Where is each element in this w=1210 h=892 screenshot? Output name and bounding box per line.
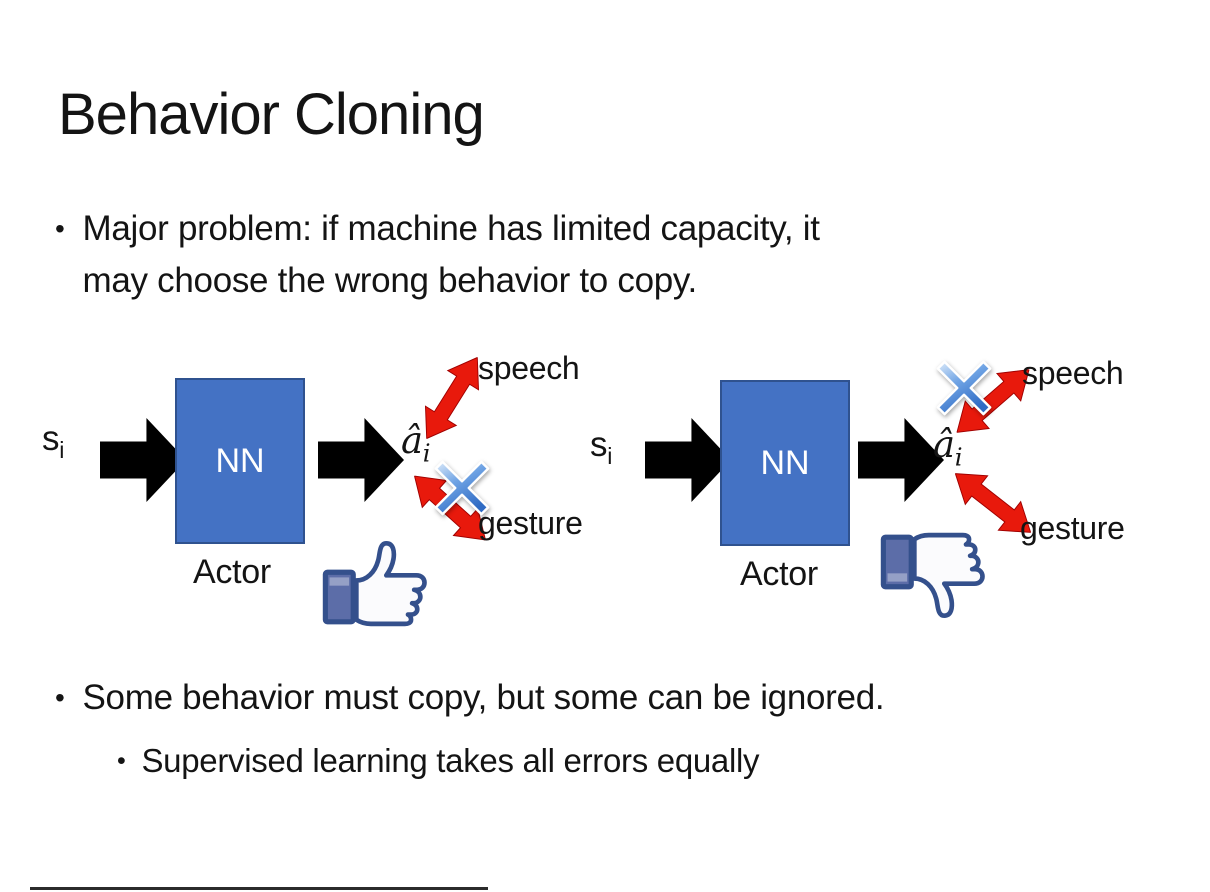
nn-box-label: NN	[760, 443, 810, 482]
action-symbol: â	[933, 423, 955, 466]
bullet-marker: •	[55, 682, 65, 713]
state-symbol: s	[590, 425, 608, 464]
actor-caption: Actor	[740, 555, 818, 593]
state-symbol: s	[42, 419, 60, 458]
bullet-line-1: Major problem: if machine has limited ca…	[82, 209, 820, 248]
relation-arrow-gesture-icon	[942, 457, 1044, 549]
action-output-label: âi	[401, 419, 431, 468]
actor-caption: Actor	[193, 553, 271, 591]
action-subscript: i	[422, 438, 431, 468]
flow-arrow-icon	[318, 418, 404, 502]
bullet-line-2: may choose the wrong behavior to copy.	[82, 261, 698, 300]
slide-title: Behavior Cloning	[58, 81, 485, 147]
speech-label: speech	[478, 350, 580, 386]
action-symbol: â	[401, 419, 423, 462]
nn-box: NN	[175, 378, 305, 544]
nn-box: NN	[720, 380, 850, 546]
bullet-some-behavior-text: Some behavior must copy, but some can be…	[82, 678, 885, 717]
flow-arrow-icon	[100, 418, 186, 502]
gesture-label: gesture	[478, 505, 583, 541]
relation-arrow-speech-icon	[409, 346, 495, 450]
state-input-label: si	[42, 419, 64, 464]
thumbs-down-icon	[876, 531, 994, 626]
state-subscript: i	[59, 437, 65, 463]
diagram-actor-thumbs-down: si NN âi speech	[575, 345, 1210, 643]
state-subscript: i	[607, 443, 613, 469]
diagram-actor-thumbs-up: si NN âi speech	[30, 345, 583, 643]
gesture-label: gesture	[1020, 510, 1125, 546]
state-input-label: si	[590, 425, 612, 470]
nn-box-label: NN	[215, 441, 265, 480]
bullet-some-behavior: • Some behavior must copy, but some can …	[55, 674, 885, 722]
thumbs-up-icon	[318, 533, 436, 628]
cross-out-icon	[431, 457, 493, 519]
flow-arrow-icon	[858, 418, 944, 502]
bullet-supervised-learning-text: Supervised learning takes all errors equ…	[141, 742, 760, 779]
cropped-next-element-edge	[30, 887, 488, 890]
bullet-major-problem: • Major problem: if machine has limited …	[55, 203, 820, 307]
action-subscript: i	[954, 442, 963, 472]
speech-label: speech	[1022, 355, 1124, 391]
cross-out-icon	[933, 357, 995, 419]
bullet-marker: •	[55, 213, 65, 244]
bullet-marker: •	[117, 747, 126, 775]
bullet-supervised-learning: • Supervised learning takes all errors e…	[117, 738, 760, 784]
action-output-label: âi	[933, 423, 963, 472]
flow-arrow-icon	[645, 418, 731, 502]
relation-arrow-speech-icon	[943, 354, 1043, 449]
bullet-major-problem-text: Major problem: if machine has limited ca…	[83, 203, 820, 307]
